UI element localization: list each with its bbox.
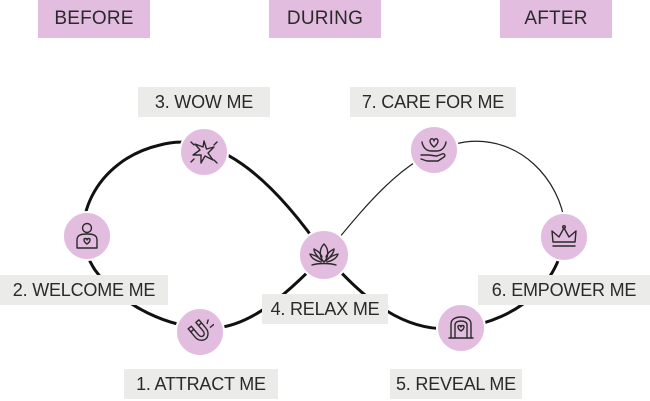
lotus-icon xyxy=(309,243,339,266)
node-attract-me xyxy=(175,307,225,357)
step-label-attract-me: 1. ATTRACT ME xyxy=(124,369,278,399)
node-welcome-me-circle xyxy=(62,211,112,261)
loop-right-lobe-upper xyxy=(324,140,566,256)
node-wow-me xyxy=(179,127,229,177)
magnet-icon xyxy=(187,319,215,341)
node-wow-me-circle xyxy=(179,127,229,177)
node-care-for-me xyxy=(409,125,459,175)
phase-after-header: AFTER xyxy=(500,0,612,38)
node-welcome-me xyxy=(62,211,112,261)
step-label-empower-me: 6. EMPOWER ME xyxy=(478,275,650,305)
node-reveal-me xyxy=(436,303,486,353)
node-relax-me-circle xyxy=(298,229,350,281)
node-empower-me-circle xyxy=(539,212,589,262)
step-label-welcome-me: 2. WELCOME ME xyxy=(0,275,168,305)
step-label-wow-me: 3. WOW ME xyxy=(138,87,270,117)
node-reveal-me-circle xyxy=(436,303,486,353)
step-label-care-for-me: 7. CARE FOR ME xyxy=(350,87,516,117)
sparkle-burst-icon xyxy=(190,140,218,164)
reveal-gate-icon xyxy=(448,316,474,339)
node-empower-me xyxy=(539,212,589,262)
node-care-for-me-circle xyxy=(409,125,459,175)
person-heart-icon xyxy=(76,222,98,249)
node-relax-me xyxy=(298,229,350,281)
phase-during-header: DURING xyxy=(269,0,381,38)
node-attract-me-circle xyxy=(175,307,225,357)
hand-heart-icon xyxy=(420,138,447,162)
phase-before-header: BEFORE xyxy=(38,0,150,38)
step-label-relax-me: 4. RELAX ME xyxy=(262,294,388,324)
step-label-reveal-me: 5. REVEAL ME xyxy=(390,369,522,399)
crown-icon xyxy=(551,224,577,247)
